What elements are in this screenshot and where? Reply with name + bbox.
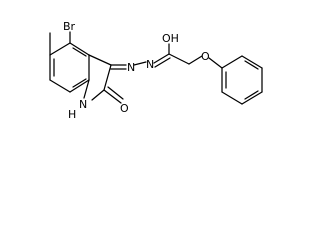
bond xyxy=(168,53,190,65)
bond xyxy=(103,89,122,104)
bond xyxy=(49,79,71,93)
ring-nitrogen-label: N xyxy=(79,98,87,111)
bond xyxy=(221,55,243,69)
hydroxyl-label: OH xyxy=(162,32,179,45)
bond xyxy=(153,53,170,64)
bond xyxy=(188,55,203,65)
ether-oxygen-label: O xyxy=(201,50,210,63)
molecule-drawing: Br N N OH O H N O xyxy=(49,20,263,121)
bond xyxy=(221,91,243,105)
ring-nh-hydrogen-label: H xyxy=(68,108,76,121)
bond xyxy=(208,57,223,69)
bond xyxy=(72,47,87,57)
bond xyxy=(83,79,90,99)
bond xyxy=(103,64,112,91)
bond xyxy=(72,78,87,88)
bond xyxy=(241,91,263,105)
bond xyxy=(107,86,124,100)
carbonyl-oxygen-label: O xyxy=(120,102,129,115)
bond xyxy=(244,60,259,70)
bond xyxy=(69,42,90,56)
bromine-label: Br xyxy=(63,20,76,33)
azine-nitrogen-label-1: N xyxy=(127,61,135,74)
bond-lines xyxy=(49,31,263,105)
atom-labels: Br N N OH O H N O xyxy=(63,20,210,121)
bond xyxy=(88,54,112,66)
bond xyxy=(244,90,259,100)
bond xyxy=(91,89,105,101)
structure-diagram: Br N N OH O H N O xyxy=(49,20,263,121)
bond xyxy=(241,55,263,69)
bond xyxy=(49,42,71,56)
bond xyxy=(69,79,90,93)
azine-nitrogen-label-2: N xyxy=(146,58,154,71)
bond xyxy=(133,61,147,66)
bond xyxy=(154,57,171,68)
